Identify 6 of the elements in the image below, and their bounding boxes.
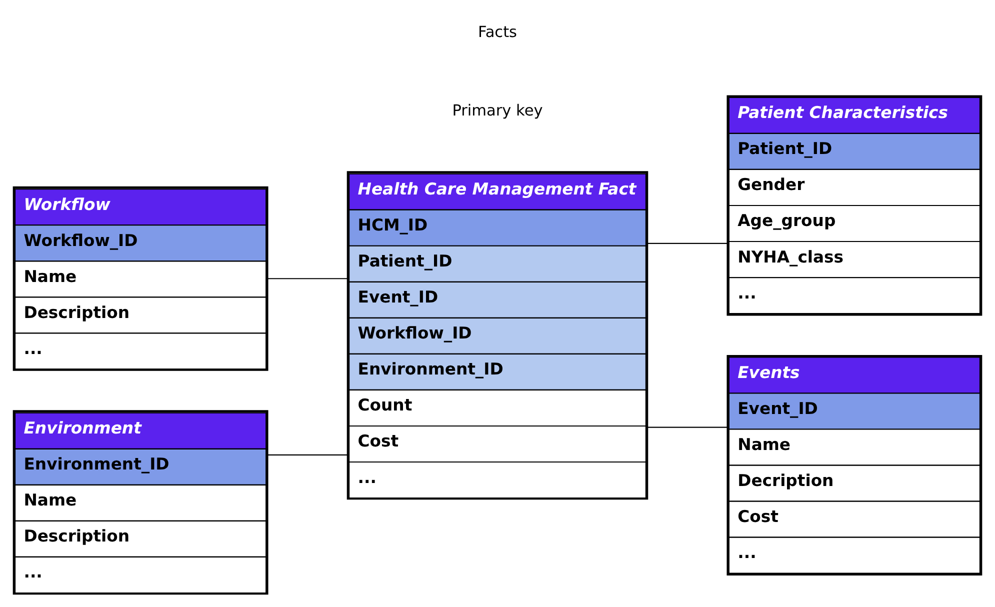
connector (266, 454, 350, 455)
label: Primary key (452, 101, 543, 120)
connector (266, 278, 350, 279)
label: Facts (478, 22, 518, 41)
connector (646, 426, 729, 428)
connector (646, 242, 729, 244)
